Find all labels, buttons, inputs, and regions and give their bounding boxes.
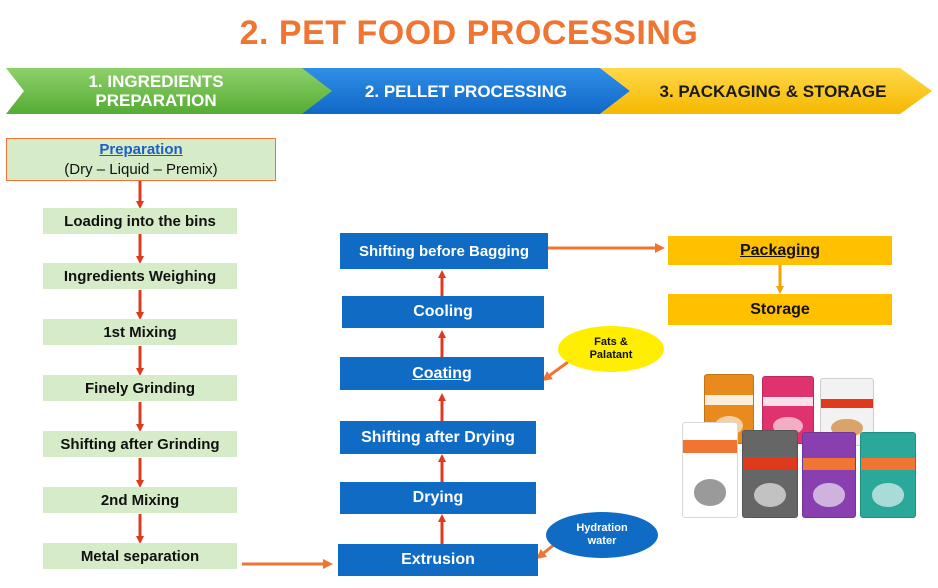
step-packaging: Packaging <box>668 236 892 265</box>
stage-1-label-line1: 1. INGREDIENTS <box>88 72 224 91</box>
step-metal-separation: Metal separation <box>43 543 237 569</box>
fats-label-line2: Palatant <box>589 349 633 361</box>
pet-food-bag-teal <box>860 432 916 518</box>
pet-food-bag-purple <box>802 432 856 518</box>
step-coating: Coating <box>340 357 544 390</box>
preparation-box: Preparation (Dry – Liquid – Premix) <box>6 138 276 181</box>
step-shifting-after-drying: Shifting after Drying <box>340 421 536 454</box>
hydration-water-input: Hydration water <box>546 512 658 558</box>
step-extrusion: Extrusion <box>338 544 538 576</box>
fats-palatant-input: Fats & Palatant <box>558 326 664 372</box>
hydration-label-line2: water <box>587 535 617 547</box>
step-first-mixing: 1st Mixing <box>43 319 237 345</box>
pet-food-bag-catpy <box>682 422 738 518</box>
page-title: 2. PET FOOD PROCESSING <box>239 14 699 52</box>
step-drying: Drying <box>340 482 536 514</box>
step-shifting-after-grinding: Shifting after Grinding <box>43 431 237 457</box>
stage-1-label-line2: PREPARATION <box>95 91 217 110</box>
step-second-mixing: 2nd Mixing <box>43 487 237 513</box>
step-ingredients-weighing: Ingredients Weighing <box>43 263 237 289</box>
fats-label-line1: Fats & <box>594 336 628 348</box>
step-loading-bins: Loading into the bins <box>43 208 237 234</box>
pet-food-bag-grey <box>742 430 798 518</box>
arrow-fats-to-coating <box>541 360 569 381</box>
step-shifting-before-bagging: Shifting before Bagging <box>340 233 548 269</box>
stage-ingredients-preparation: 1. INGREDIENTS PREPARATION <box>6 68 336 114</box>
stage-3-label: 3. PACKAGING & STORAGE <box>659 81 887 101</box>
preparation-heading: Preparation <box>99 140 183 158</box>
step-storage: Storage <box>668 294 892 325</box>
step-finely-grinding: Finely Grinding <box>43 375 237 401</box>
stage-packaging-storage: 3. PACKAGING & STORAGE <box>600 68 932 114</box>
stage-2-label: 2. PELLET PROCESSING <box>364 81 568 101</box>
preparation-subtitle: (Dry – Liquid – Premix) <box>64 160 218 178</box>
hydration-label-line1: Hydration <box>576 522 628 534</box>
product-packages-image <box>676 372 928 522</box>
stage-pellet-processing: 2. PELLET PROCESSING <box>302 68 630 114</box>
step-cooling: Cooling <box>342 296 544 328</box>
